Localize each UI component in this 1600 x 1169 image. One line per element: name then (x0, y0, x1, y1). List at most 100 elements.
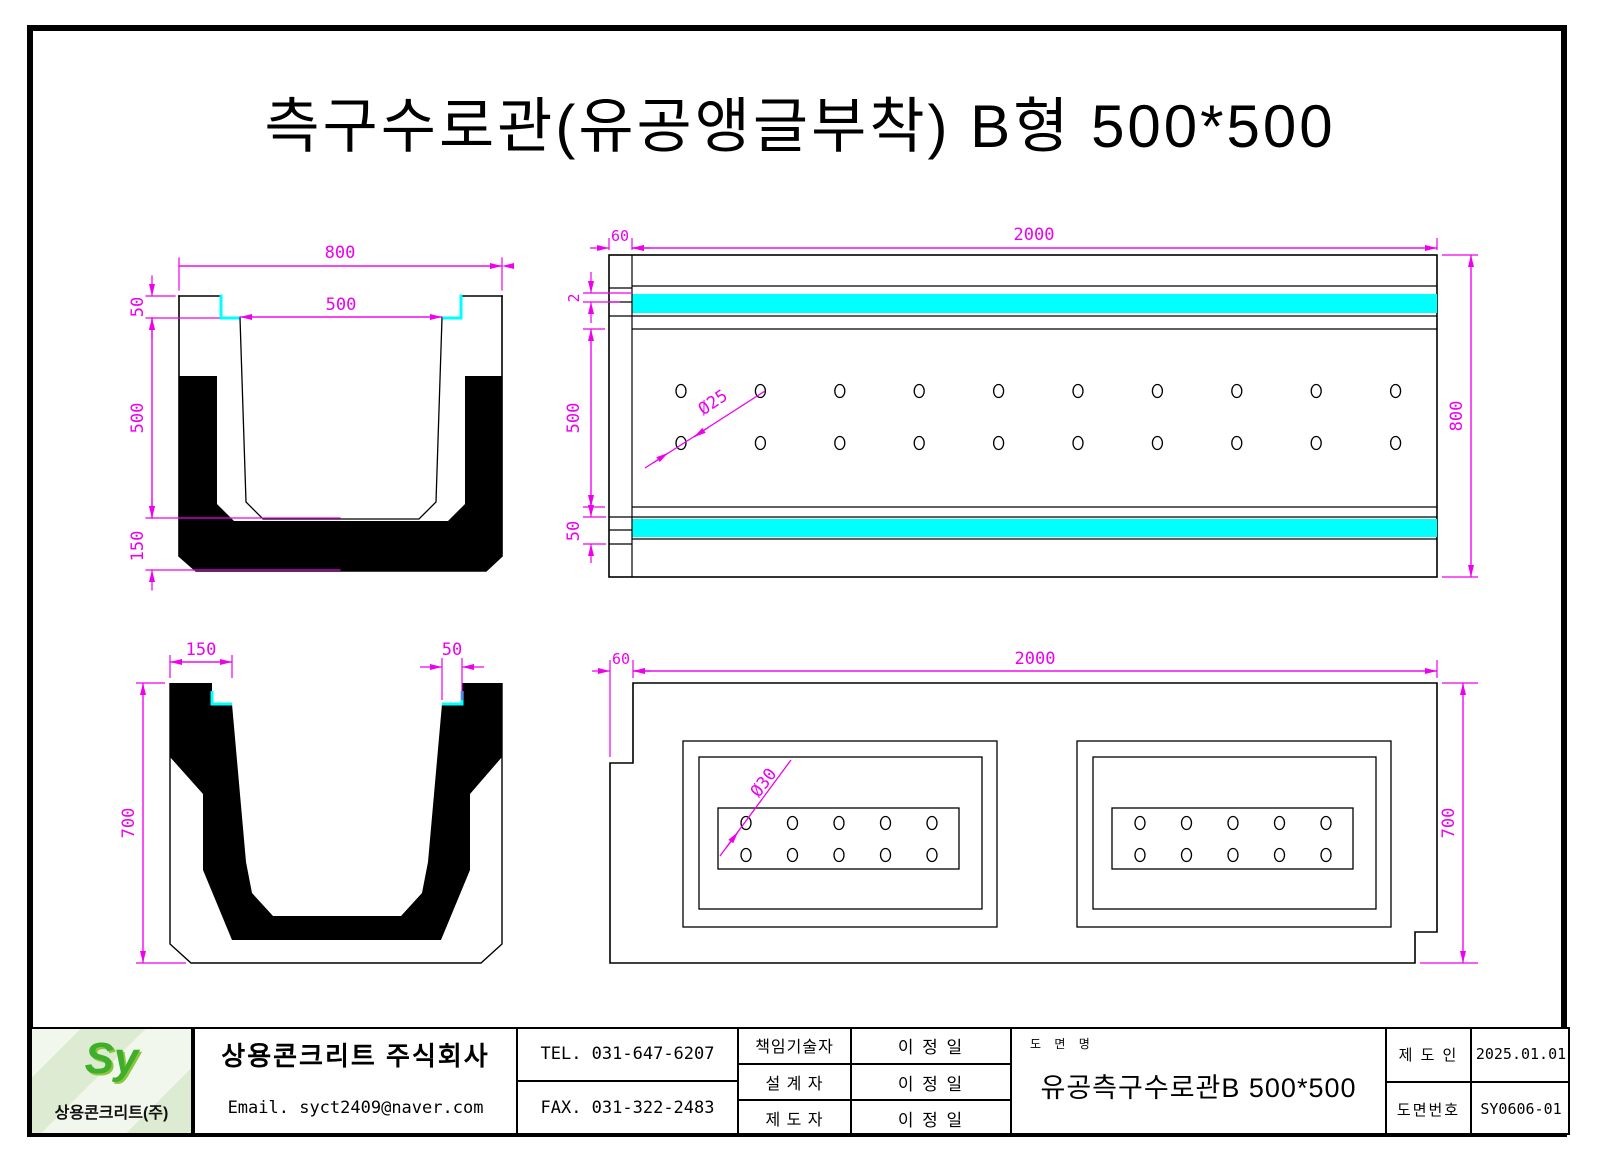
elevation-dim-length: 2000 (1015, 649, 1056, 669)
concrete-fill (179, 376, 502, 571)
number-label: 도면번호 (1396, 1101, 1461, 1119)
angle-left (219, 294, 240, 320)
title-block (30, 1027, 1570, 1135)
angle-notch-left (210, 691, 232, 706)
angle-notch-right (442, 691, 464, 706)
view-section-bottom: 150 50 700 (119, 640, 503, 964)
dim-outer-width: 800 (325, 243, 356, 263)
elevation-dim-lines (592, 660, 1478, 964)
plan-hole-leader (644, 390, 766, 469)
date-label: 제 도 인 (1398, 1046, 1459, 1064)
number-label-cell: 도면번호 (1385, 1081, 1470, 1135)
elevation-dim-end: 60 (612, 650, 630, 668)
hole-marker (833, 847, 845, 863)
hole-marker (786, 847, 799, 863)
view-elevation: Ø30 60 2000 700 (592, 649, 1478, 964)
dim-wall-height: 500 (128, 403, 148, 434)
hole-marker (754, 383, 767, 399)
hole-marker (992, 435, 1005, 451)
elevation-dim-height: 700 (1439, 808, 1459, 839)
hole-marker (913, 383, 925, 399)
hole-marker (1389, 435, 1402, 451)
hole-marker (833, 815, 845, 831)
company-logo-mark: Sy (84, 1034, 139, 1083)
staff-value-text: 이 정 일 (897, 1074, 965, 1094)
view-section-top: 800 500 50 500 150 (128, 243, 514, 591)
hole-marker (1072, 435, 1084, 451)
number-value: SY0606-01 (1480, 1100, 1562, 1118)
outer-outline (178, 295, 503, 572)
company-logo-cell: Sy 상용콘크리트(주) (30, 1027, 193, 1135)
company-email-cell: Email. syct2409@naver.com (193, 1081, 516, 1135)
hole-marker (1389, 383, 1402, 399)
hole-marker (1180, 847, 1193, 863)
plan-dim-angle-zone: 50 (564, 521, 584, 541)
hole-marker (1072, 383, 1084, 399)
elevation-hole-group (740, 815, 1332, 863)
hole-marker (740, 815, 752, 831)
hole-marker (1151, 435, 1164, 451)
drawing-title: 측구수로관(유공앵글부착) B형 500*500 (264, 93, 1336, 160)
plan-dim-end: 60 (611, 227, 629, 245)
hole-marker (1151, 383, 1164, 399)
plan-dim-width: 800 (1447, 401, 1467, 432)
plan-angle-bottom (632, 519, 1437, 537)
tel-fax-divider (516, 1080, 737, 1082)
hole-marker (1320, 847, 1332, 863)
channel-inner (239, 317, 443, 520)
staff-value-text: 이 정 일 (897, 1037, 965, 1057)
staff-label-0: 책임기술자 (737, 1027, 850, 1063)
staff-label-text: 설 계 자 (765, 1076, 824, 1093)
date-value: 2025.01.01 (1475, 1045, 1567, 1063)
staff-value-2: 이 정 일 (850, 1099, 1010, 1135)
view-plan: Ø25 60 2000 (564, 225, 1478, 578)
staff-value-text: 이 정 일 (897, 1110, 965, 1130)
company-name: 상용콘크리트 주식회사 (221, 1040, 490, 1071)
hole-marker (1320, 815, 1332, 831)
plan-dim-lines (583, 238, 1478, 578)
elevation-hole-leader (719, 759, 792, 857)
outer-outline-b (169, 683, 503, 964)
staff-label-1: 설 계 자 (737, 1063, 850, 1099)
company-name-cell: 상용콘크리트 주식회사 (193, 1027, 516, 1081)
number-value-cell: SY0606-01 (1470, 1081, 1570, 1135)
hole-marker (754, 435, 767, 451)
hole-marker (1231, 435, 1243, 451)
date-value-cell: 2025.01.01 (1470, 1027, 1570, 1081)
plan-lines (609, 255, 1437, 577)
plan-dim-gap: 2 (565, 293, 583, 302)
drawing-name: 유공측구수로관B 500*500 (1040, 1073, 1357, 1103)
hole-marker (1180, 815, 1193, 831)
hole-marker (1231, 383, 1243, 399)
hole-marker (1134, 847, 1146, 863)
elevation-outline (609, 682, 1438, 964)
dim-height-b: 700 (119, 808, 139, 839)
plan-angle-top (632, 294, 1437, 313)
hole-marker (926, 815, 938, 831)
tel-cell: TEL. 031-647-6207 (516, 1027, 737, 1081)
hole-marker (740, 847, 752, 863)
hole-marker (879, 847, 892, 863)
tel-number: TEL. 031-647-6207 (540, 1044, 715, 1064)
staff-label-text: 제 도 자 (765, 1112, 824, 1129)
hole-marker (1227, 815, 1239, 831)
hole-marker (834, 383, 846, 399)
dim-base-height: 150 (128, 531, 148, 562)
hole-marker (926, 847, 938, 863)
dim-wall-top: 150 (186, 640, 217, 660)
company-logo-text: 상용콘크리트(주) (54, 1105, 169, 1122)
hole-marker (834, 435, 846, 451)
staff-label-2: 제 도 자 (737, 1099, 850, 1135)
staff-value-0: 이 정 일 (850, 1027, 1010, 1063)
dim-lip-height: 50 (128, 297, 148, 317)
plan-dim-length: 2000 (1014, 225, 1055, 245)
plan-dim-opening: 500 (564, 403, 584, 434)
dim-lines (145, 257, 514, 591)
drawing-name-cell: 도 면 명 유공측구수로관B 500*500 (1010, 1027, 1385, 1135)
dim-lip-width: 50 (442, 640, 462, 660)
plan-hole-group (675, 383, 1402, 451)
dim-opening-width: 500 (326, 295, 357, 315)
date-label-cell: 제 도 인 (1385, 1027, 1470, 1081)
fax-number: FAX. 031-322-2483 (540, 1098, 715, 1118)
